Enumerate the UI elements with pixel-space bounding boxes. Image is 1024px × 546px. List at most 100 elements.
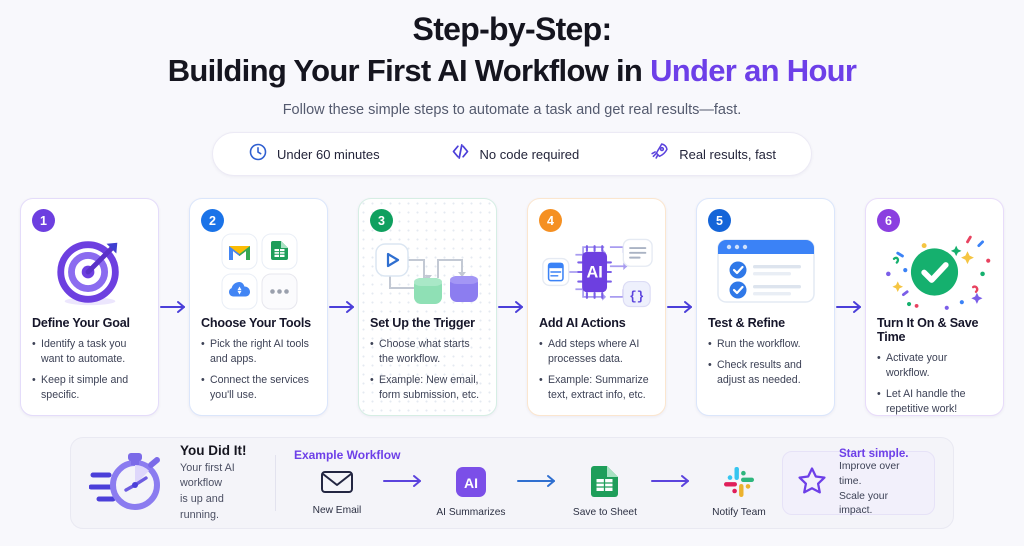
target-dart-icon xyxy=(32,230,147,314)
step-number-badge: 1 xyxy=(32,209,55,232)
steps-row: 1 Define Your Goal •Identify a task you … xyxy=(20,198,1004,416)
bullet-dot: • xyxy=(877,388,881,401)
bullet-item: • Check results and adjust as needed. xyxy=(708,358,823,388)
bullet-dot: • xyxy=(539,338,543,350)
workflow-node-ai-summarizes[interactable]: AI AI Summarizes xyxy=(428,466,514,518)
star-icon xyxy=(795,464,829,503)
start-simple-tip: Start simple. Improve over time. Scale y… xyxy=(781,447,935,516)
bullet-dot: • xyxy=(877,352,881,364)
bullet-text: Example: New email, form submission, etc… xyxy=(379,374,480,402)
bullet-dot: • xyxy=(201,338,205,350)
rocket-icon xyxy=(649,141,670,167)
workflow-node-label: AI Summarizes xyxy=(436,506,506,518)
badge-real-results-fast: Real results, fast xyxy=(649,141,776,167)
svg-text:AI: AI xyxy=(586,264,602,282)
bullet-text: Choose what starts the workflow. xyxy=(379,338,470,366)
step-card-6[interactable]: 6 xyxy=(865,198,1004,416)
badge-no-code-required: No code required xyxy=(450,141,579,167)
arrow-4-to-5 xyxy=(666,198,696,416)
page-title-plain: Building Your First AI Workflow in xyxy=(167,52,651,88)
you-did-it-text: You Did It! Your first AI workflow is up… xyxy=(180,443,255,524)
workflow-arrow-1 xyxy=(382,474,426,493)
step-number-badge: 6 xyxy=(877,209,900,232)
step-bullets: • Activate your workflow. • Let AI handle … xyxy=(877,351,992,416)
bullet-dot: • xyxy=(201,374,205,387)
bullet-text: Add steps where AI processes data. xyxy=(548,338,640,366)
bullet-item: • Connect the services you'll use. xyxy=(201,373,316,403)
step-card-2[interactable]: 2 xyxy=(189,198,328,416)
badge-label: Under 60 minutes xyxy=(276,146,380,162)
bullet-text: Keep it simple and specific. xyxy=(41,374,129,402)
bullet-item: • Activate your workflow. xyxy=(877,351,992,381)
step-card-5[interactable]: 5 Test & Refine •Run the w xyxy=(696,198,835,416)
example-workflow-row: New Email AI AI Summarizes xyxy=(294,466,782,518)
workflow-arrow-2 xyxy=(516,474,560,493)
step-number-badge: 5 xyxy=(708,209,731,232)
envelope-icon xyxy=(320,469,354,500)
step-title: Choose Your Tools xyxy=(201,316,311,330)
bullet-dot: • xyxy=(32,338,36,350)
workflow-node-label: Save to Sheet xyxy=(572,507,637,518)
workflow-node-new-email[interactable]: New Email xyxy=(294,469,380,516)
bullet-item: • Run the workflow. xyxy=(708,337,823,352)
workflow-node-label: Notify Team xyxy=(712,506,766,518)
bullet-item: • Choose what starts the workflow. xyxy=(370,337,485,367)
svg-text:{}: {} xyxy=(629,290,644,304)
bullet-dot: • xyxy=(708,359,712,372)
step-bullets: •Pick the right AI tools and apps. • Conn… xyxy=(201,337,316,403)
badge-under-60-minutes: Under 60 minutes xyxy=(248,142,380,167)
step-card-3[interactable]: 3 Set Up the Trigger •Choose what sta xyxy=(358,198,497,416)
flow-nodes-icon xyxy=(370,230,485,314)
svg-text:AI: AI xyxy=(464,475,478,491)
step-bullets: • Add steps where AI processes data. •Exa… xyxy=(539,337,654,403)
workflow-node-save-to-sheet[interactable]: Save to Sheet xyxy=(562,466,648,518)
bullet-text: Check results and adjust as needed. xyxy=(717,359,802,387)
ai-chip-icon: AI {} xyxy=(539,230,654,314)
you-did-it-title: You Did It! xyxy=(180,442,247,458)
arrow-5-to-6 xyxy=(835,198,865,416)
you-did-it-line1: Your first AI workflow xyxy=(180,461,235,490)
bullet-dot: • xyxy=(539,374,543,387)
google-sheets-icon xyxy=(591,466,619,502)
bullet-text: Run the workflow. xyxy=(717,338,801,350)
step-title: Define Your Goal xyxy=(32,316,130,330)
workflow-node-notify-team[interactable]: Notify Team xyxy=(696,466,782,518)
arrow-2-to-3 xyxy=(328,198,358,416)
bullet-dot: • xyxy=(370,338,374,350)
code-icon xyxy=(450,141,471,167)
step-title: Set Up the Trigger xyxy=(370,316,475,330)
bullet-text: Activate your workflow. xyxy=(886,352,948,380)
arrow-1-to-2 xyxy=(159,198,189,416)
step-number-badge: 3 xyxy=(370,209,393,232)
page-title-line2: Building Your First AI Workflow in Under… xyxy=(0,51,1024,91)
bullet-text: Connect the services you'll use. xyxy=(210,374,309,402)
clock-icon xyxy=(248,142,268,167)
step-title: Add AI Actions xyxy=(539,316,626,330)
page-title-accent: Under an Hour xyxy=(650,52,857,88)
bullet-item: •Pick the right AI tools and apps. xyxy=(201,337,316,367)
arrow-3-to-4 xyxy=(497,198,527,416)
start-simple-text: Start simple. Improve over time. Scale y… xyxy=(839,447,922,519)
slack-icon xyxy=(723,466,754,502)
page-title-line1: Step-by-Step: xyxy=(412,11,613,47)
start-simple-line1: Improve over time. xyxy=(838,460,900,487)
step-card-1[interactable]: 1 Define Your Goal •Identify a task you … xyxy=(20,198,159,416)
workflow-arrow-3 xyxy=(650,474,694,493)
header: Step-by-Step: Building Your First AI Wor… xyxy=(0,0,1024,118)
bullet-item: • Add steps where AI processes data. xyxy=(539,337,654,367)
you-did-it-section: You Did It! Your first AI workflow is up… xyxy=(88,443,255,524)
bullet-item: •Keep it simple and specific. xyxy=(32,373,147,403)
bullet-dot: • xyxy=(708,338,712,350)
step-bullets: • Choose what starts the workflow. • Examp… xyxy=(370,337,485,403)
step-card-4[interactable]: 4 AI xyxy=(527,198,666,416)
step-title: Test & Refine xyxy=(708,316,785,330)
bullet-item: •Example: Summarize text, extract info, … xyxy=(539,373,654,403)
example-workflow-title: Example Workflow xyxy=(293,448,401,462)
start-simple-title: Start simple. xyxy=(838,446,909,460)
success-check-confetti-icon xyxy=(877,230,992,314)
bullet-text: Let AI handle the repetitive work! xyxy=(886,388,966,416)
step-number-badge: 2 xyxy=(201,209,224,232)
start-simple-line2: Scale your impact. xyxy=(838,490,889,517)
step-bullets: • Run the workflow. • Check results and ad… xyxy=(708,337,823,388)
